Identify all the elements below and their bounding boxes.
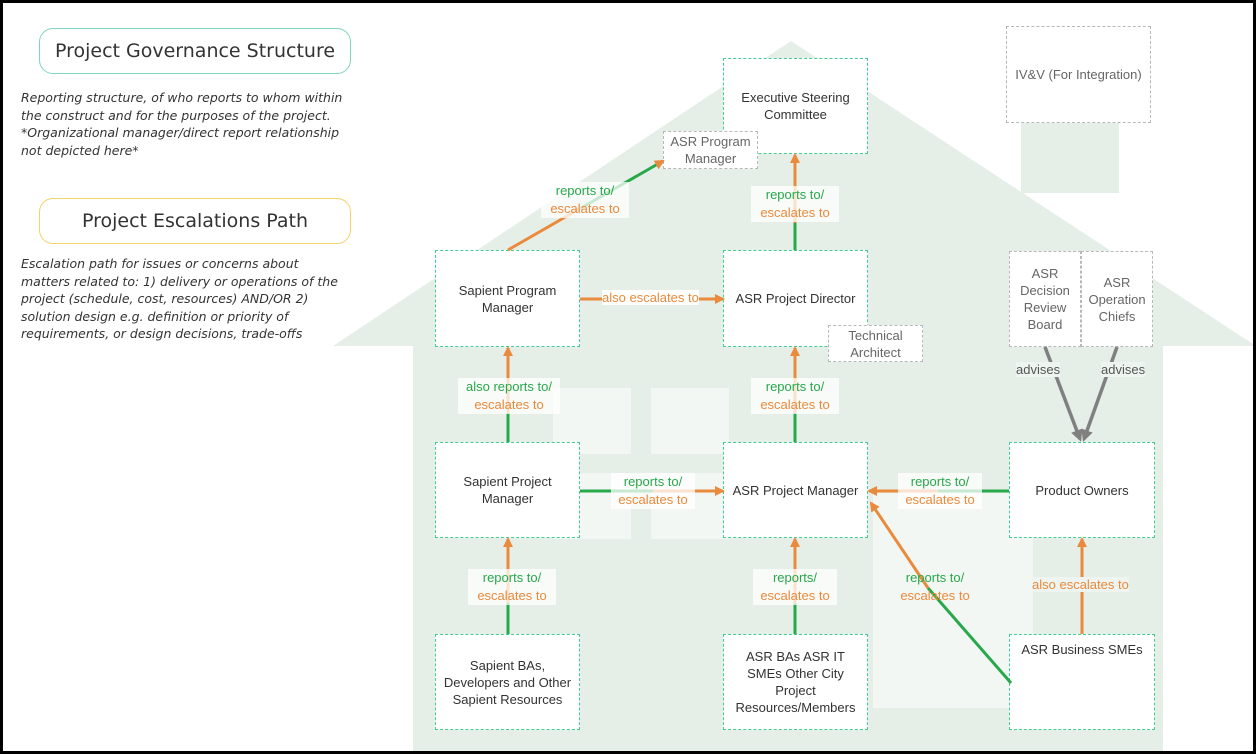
node-sapient-project-manager: Sapient Project Manager: [435, 442, 580, 538]
node-asr-program-manager: ASR Program Manager: [663, 131, 758, 169]
label-advises-board: advises: [1016, 362, 1061, 377]
node-asr-decision-review-board: ASR Decision Review Board: [1009, 251, 1081, 347]
escalation-title: Project Escalations Path: [39, 198, 351, 244]
label-also-escalates-to-director: also escalates to: [602, 290, 699, 305]
label-sapient-pm-to-sapient-program: also reports to/escalates to: [458, 378, 560, 414]
node-executive-steering-committee: Executive Steering Committee: [723, 58, 868, 154]
node-asr-bas: ASR BAs ASR IT SMEs Other City Project R…: [723, 634, 868, 730]
label-advises-chiefs: advises: [1101, 362, 1146, 377]
label-sapient-program-to-asr-program: reports to/escalates to: [541, 182, 629, 218]
label-sapient-pm-to-asr-pm: reports to/escalates to: [611, 473, 695, 509]
label-sapient-bas-to-sapient-pm: reports to/escalates to: [468, 569, 556, 605]
node-product-owners: Product Owners: [1009, 442, 1155, 538]
node-ivv: IV&V (For Integration): [1006, 26, 1151, 123]
label-product-owners-to-asr-pm: reports to/escalates to: [898, 473, 982, 509]
governance-title: Project Governance Structure: [39, 28, 351, 74]
node-sapient-bas: Sapient BAs, Developers and Other Sapien…: [435, 634, 580, 730]
arrow-layer: [503, 153, 1119, 684]
label-business-smes-to-asr-pm: reports to/escalates to: [900, 570, 970, 603]
node-technical-architect: Technical Architect: [828, 325, 923, 362]
label-director-to-exec: reports to/escalates to: [751, 186, 839, 222]
label-asr-pm-to-director: reports to/escalates to: [751, 378, 839, 414]
node-asr-business-smes: ASR Business SMEs: [1009, 634, 1155, 730]
node-sapient-program-manager: Sapient Program Manager: [435, 250, 580, 347]
label-also-escalates-to-product-owners: also escalates to: [1032, 577, 1129, 592]
node-asr-operation-chiefs: ASR Operation Chiefs: [1081, 251, 1153, 347]
governance-description: Reporting structure, of who reports to w…: [21, 90, 343, 158]
label-asr-bas-to-asr-pm: reports/escalates to: [753, 569, 837, 605]
escalation-description: Escalation path for issues or concerns a…: [21, 256, 338, 341]
